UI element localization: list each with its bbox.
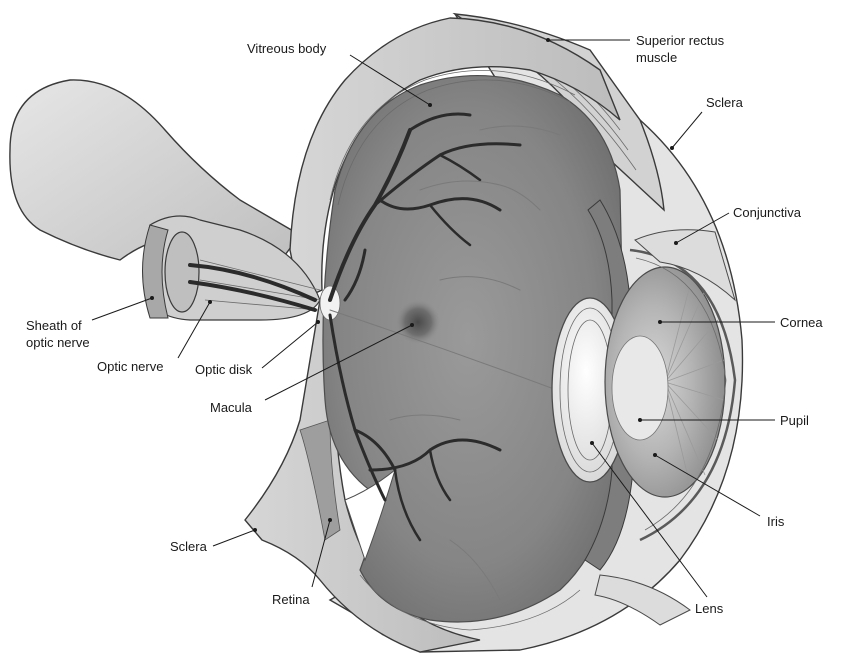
label-retina: Retina [272, 592, 310, 607]
label-cornea: Cornea [780, 315, 823, 330]
label-iris: Iris [767, 514, 785, 529]
label-sheath-line2: optic nerve [26, 335, 90, 350]
pupil-shape [612, 336, 668, 440]
label-sclera-top: Sclera [706, 95, 744, 110]
label-superior-rectus-line1: Superior rectus [636, 33, 725, 48]
label-sheath-line1: Sheath of [26, 318, 82, 333]
label-lens: Lens [695, 601, 724, 616]
label-vitreous-body: Vitreous body [247, 41, 327, 56]
optic-nerve-core [165, 232, 199, 312]
label-pupil: Pupil [780, 413, 809, 428]
label-sclera-bottom: Sclera [170, 539, 208, 554]
label-macula: Macula [210, 400, 253, 415]
macula-spot [396, 300, 440, 344]
label-optic-disk: Optic disk [195, 362, 253, 377]
label-optic-nerve: Optic nerve [97, 359, 163, 374]
label-superior-rectus-line2: muscle [636, 50, 677, 65]
label-conjunctiva: Conjunctiva [733, 205, 802, 220]
